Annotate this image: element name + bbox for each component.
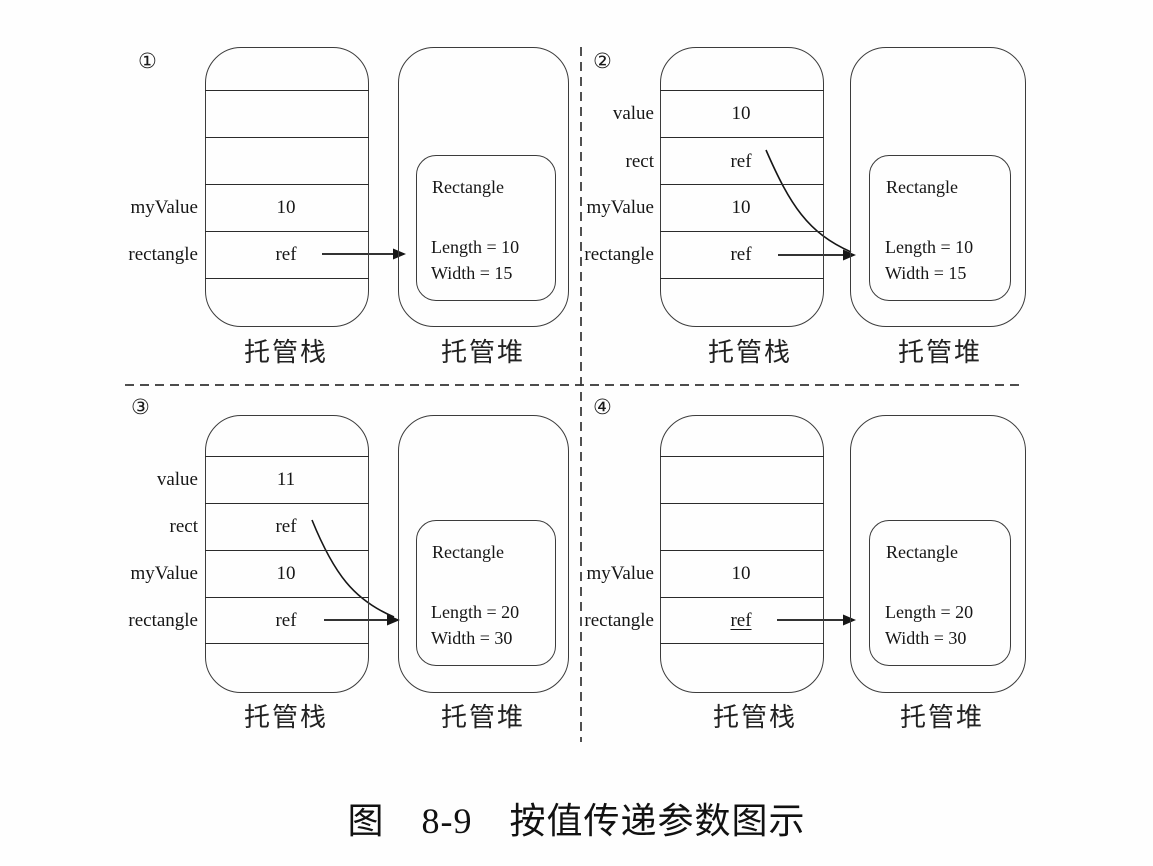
stack-row-label: myValue: [130, 197, 198, 218]
stack-row-value: 10: [276, 197, 296, 218]
stack-row-value: ref: [275, 610, 297, 631]
stack-row-label: value: [612, 103, 654, 124]
heap-object-width: Width = 30: [885, 628, 967, 648]
managed-heap-label: 托管堆: [440, 338, 525, 367]
managed-stack-box: [205, 47, 369, 327]
stack-row-value: 10: [731, 197, 751, 218]
stack-row-label: rect: [625, 151, 654, 172]
panel-number: ③: [131, 395, 150, 419]
stack-row-label: value: [156, 469, 198, 490]
stack-row-value: ref: [275, 244, 297, 265]
heap-object-title: Rectangle: [432, 177, 504, 197]
panel-number: ②: [593, 49, 612, 73]
managed-stack-box: [660, 47, 824, 327]
heap-object-title: Rectangle: [432, 542, 504, 562]
managed-heap-box: [398, 415, 569, 693]
stack-row-label: rect: [169, 516, 198, 537]
heap-object-title: Rectangle: [886, 177, 958, 197]
heap-object-title: Rectangle: [886, 542, 958, 562]
heap-object-width: Width = 15: [431, 263, 513, 283]
managed-stack-label: 托管栈: [243, 338, 328, 367]
stack-row-label: rectangle: [584, 244, 654, 265]
rect-curved-arrow-panel3: [311, 519, 395, 618]
stack-row-value: 11: [276, 469, 296, 490]
managed-stack-box: [205, 415, 369, 693]
stack-row-label: rectangle: [584, 610, 654, 631]
rectangle-object-box: [869, 520, 1011, 666]
stack-row-value: 10: [276, 563, 296, 584]
heap-object-length: Length = 10: [431, 237, 520, 257]
managed-heap-box: [850, 47, 1026, 327]
stack-row-label: myValue: [130, 563, 198, 584]
managed-stack-label: 托管栈: [712, 703, 797, 732]
stack-row-label: rectangle: [128, 244, 198, 265]
rectangle-object-box: [416, 155, 556, 301]
managed-heap-label: 托管堆: [899, 703, 984, 732]
rectangle-object-box: [416, 520, 556, 666]
panel-number: ①: [138, 49, 157, 73]
heap-object-length: Length = 20: [431, 602, 520, 622]
stack-row-value: ref: [730, 151, 752, 172]
figure-caption: 图 8-9 按值传递参数图示: [347, 801, 806, 841]
panel-number: ④: [593, 395, 612, 419]
managed-stack-label: 托管栈: [243, 703, 328, 732]
stack-row-value: 10: [731, 103, 751, 124]
rectangle-object-box: [869, 155, 1011, 301]
managed-stack-label: 托管栈: [707, 338, 792, 367]
stack-row-label: rectangle: [128, 610, 198, 631]
rect-curved-arrow-panel2: [765, 149, 852, 253]
heap-object-width: Width = 15: [885, 263, 967, 283]
stack-row-value: ref: [730, 610, 752, 631]
stack-row-value: ref: [730, 244, 752, 265]
stack-row-value: 10: [731, 563, 751, 584]
managed-heap-label: 托管堆: [897, 338, 982, 367]
managed-heap-box: [398, 47, 569, 327]
heap-object-length: Length = 20: [885, 602, 974, 622]
managed-stack-box: [660, 415, 824, 693]
heap-object-length: Length = 10: [885, 237, 974, 257]
managed-heap-label: 托管堆: [440, 703, 525, 732]
stack-row-label: myValue: [586, 563, 654, 584]
heap-object-width: Width = 30: [431, 628, 513, 648]
stack-row-value: ref: [275, 516, 297, 537]
managed-heap-box: [850, 415, 1026, 693]
stack-row-label: myValue: [586, 197, 654, 218]
